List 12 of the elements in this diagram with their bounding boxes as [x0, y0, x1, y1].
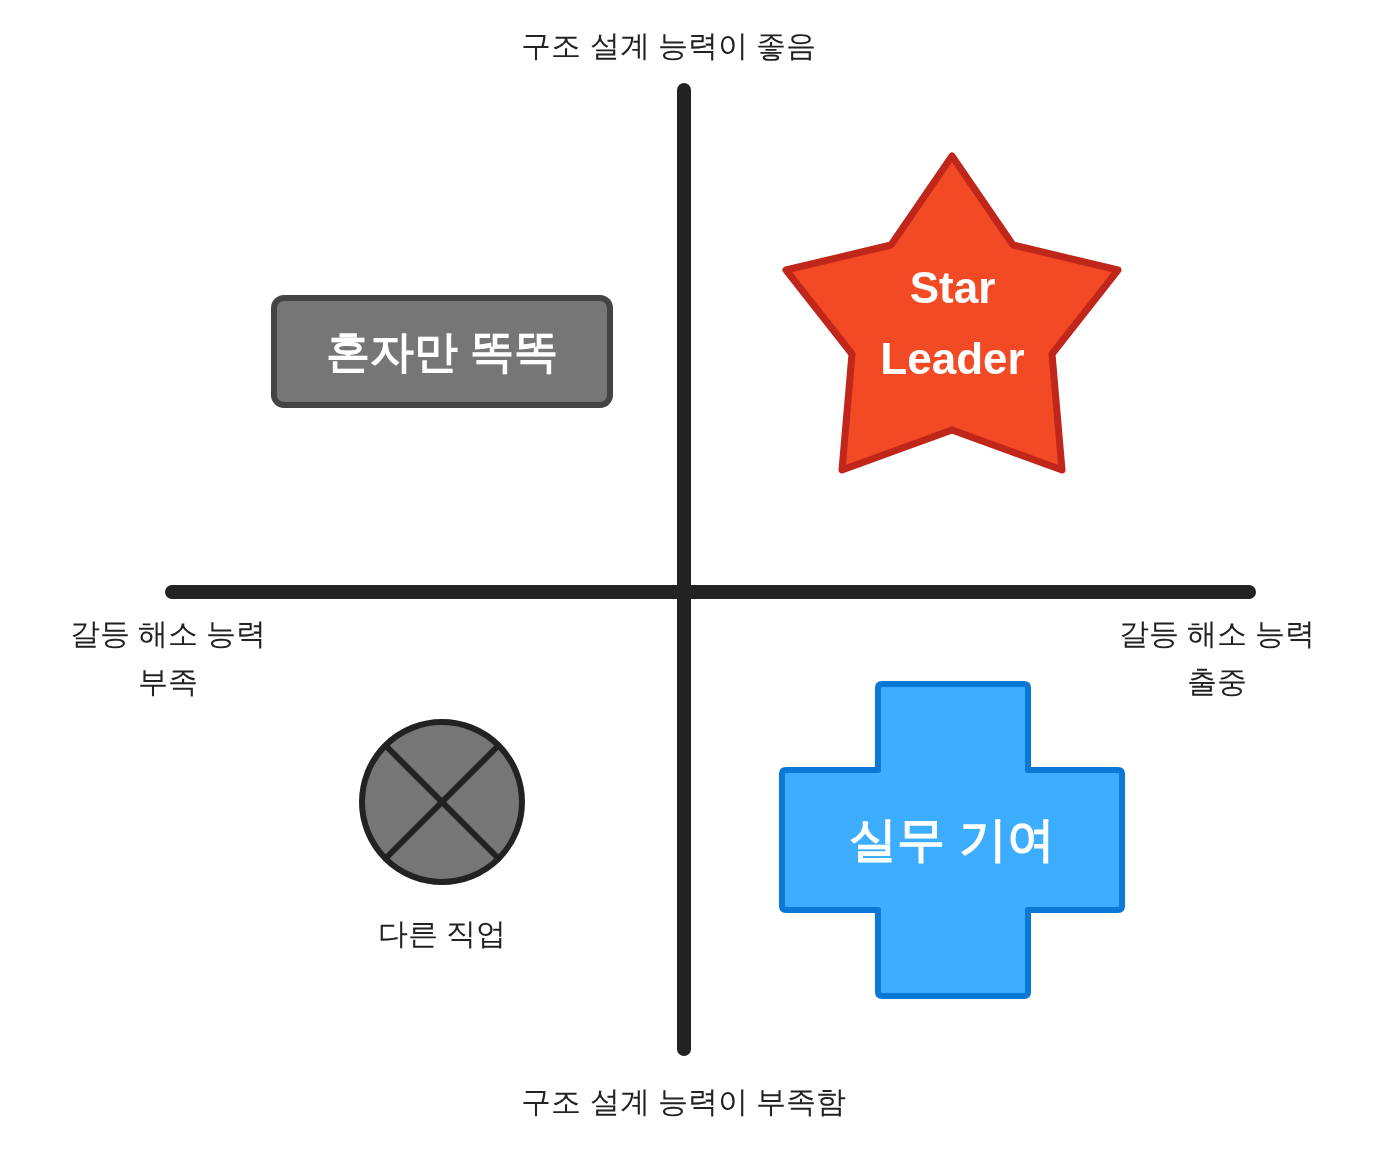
crossed-circle-icon [359, 719, 525, 885]
axis-label: 구조 설계 능력이 좋음 [520, 28, 818, 64]
axis-label: 구조 설계 능력이 부족함 [520, 1084, 848, 1120]
node-label: Star Leader [879, 261, 1026, 385]
rounded-box [271, 295, 613, 408]
star-shape [780, 152, 1125, 475]
axis-label: 갈등 해소 능력 출중 [1117, 616, 1317, 700]
node-caption: 다른 직업 [376, 916, 508, 952]
axis-label: 갈등 해소 능력 부족 [68, 616, 268, 700]
node-label: 실무 기여 [849, 811, 1055, 868]
plus-shape [778, 680, 1126, 1000]
node-label: 혼자만 똑똑 [325, 325, 559, 378]
